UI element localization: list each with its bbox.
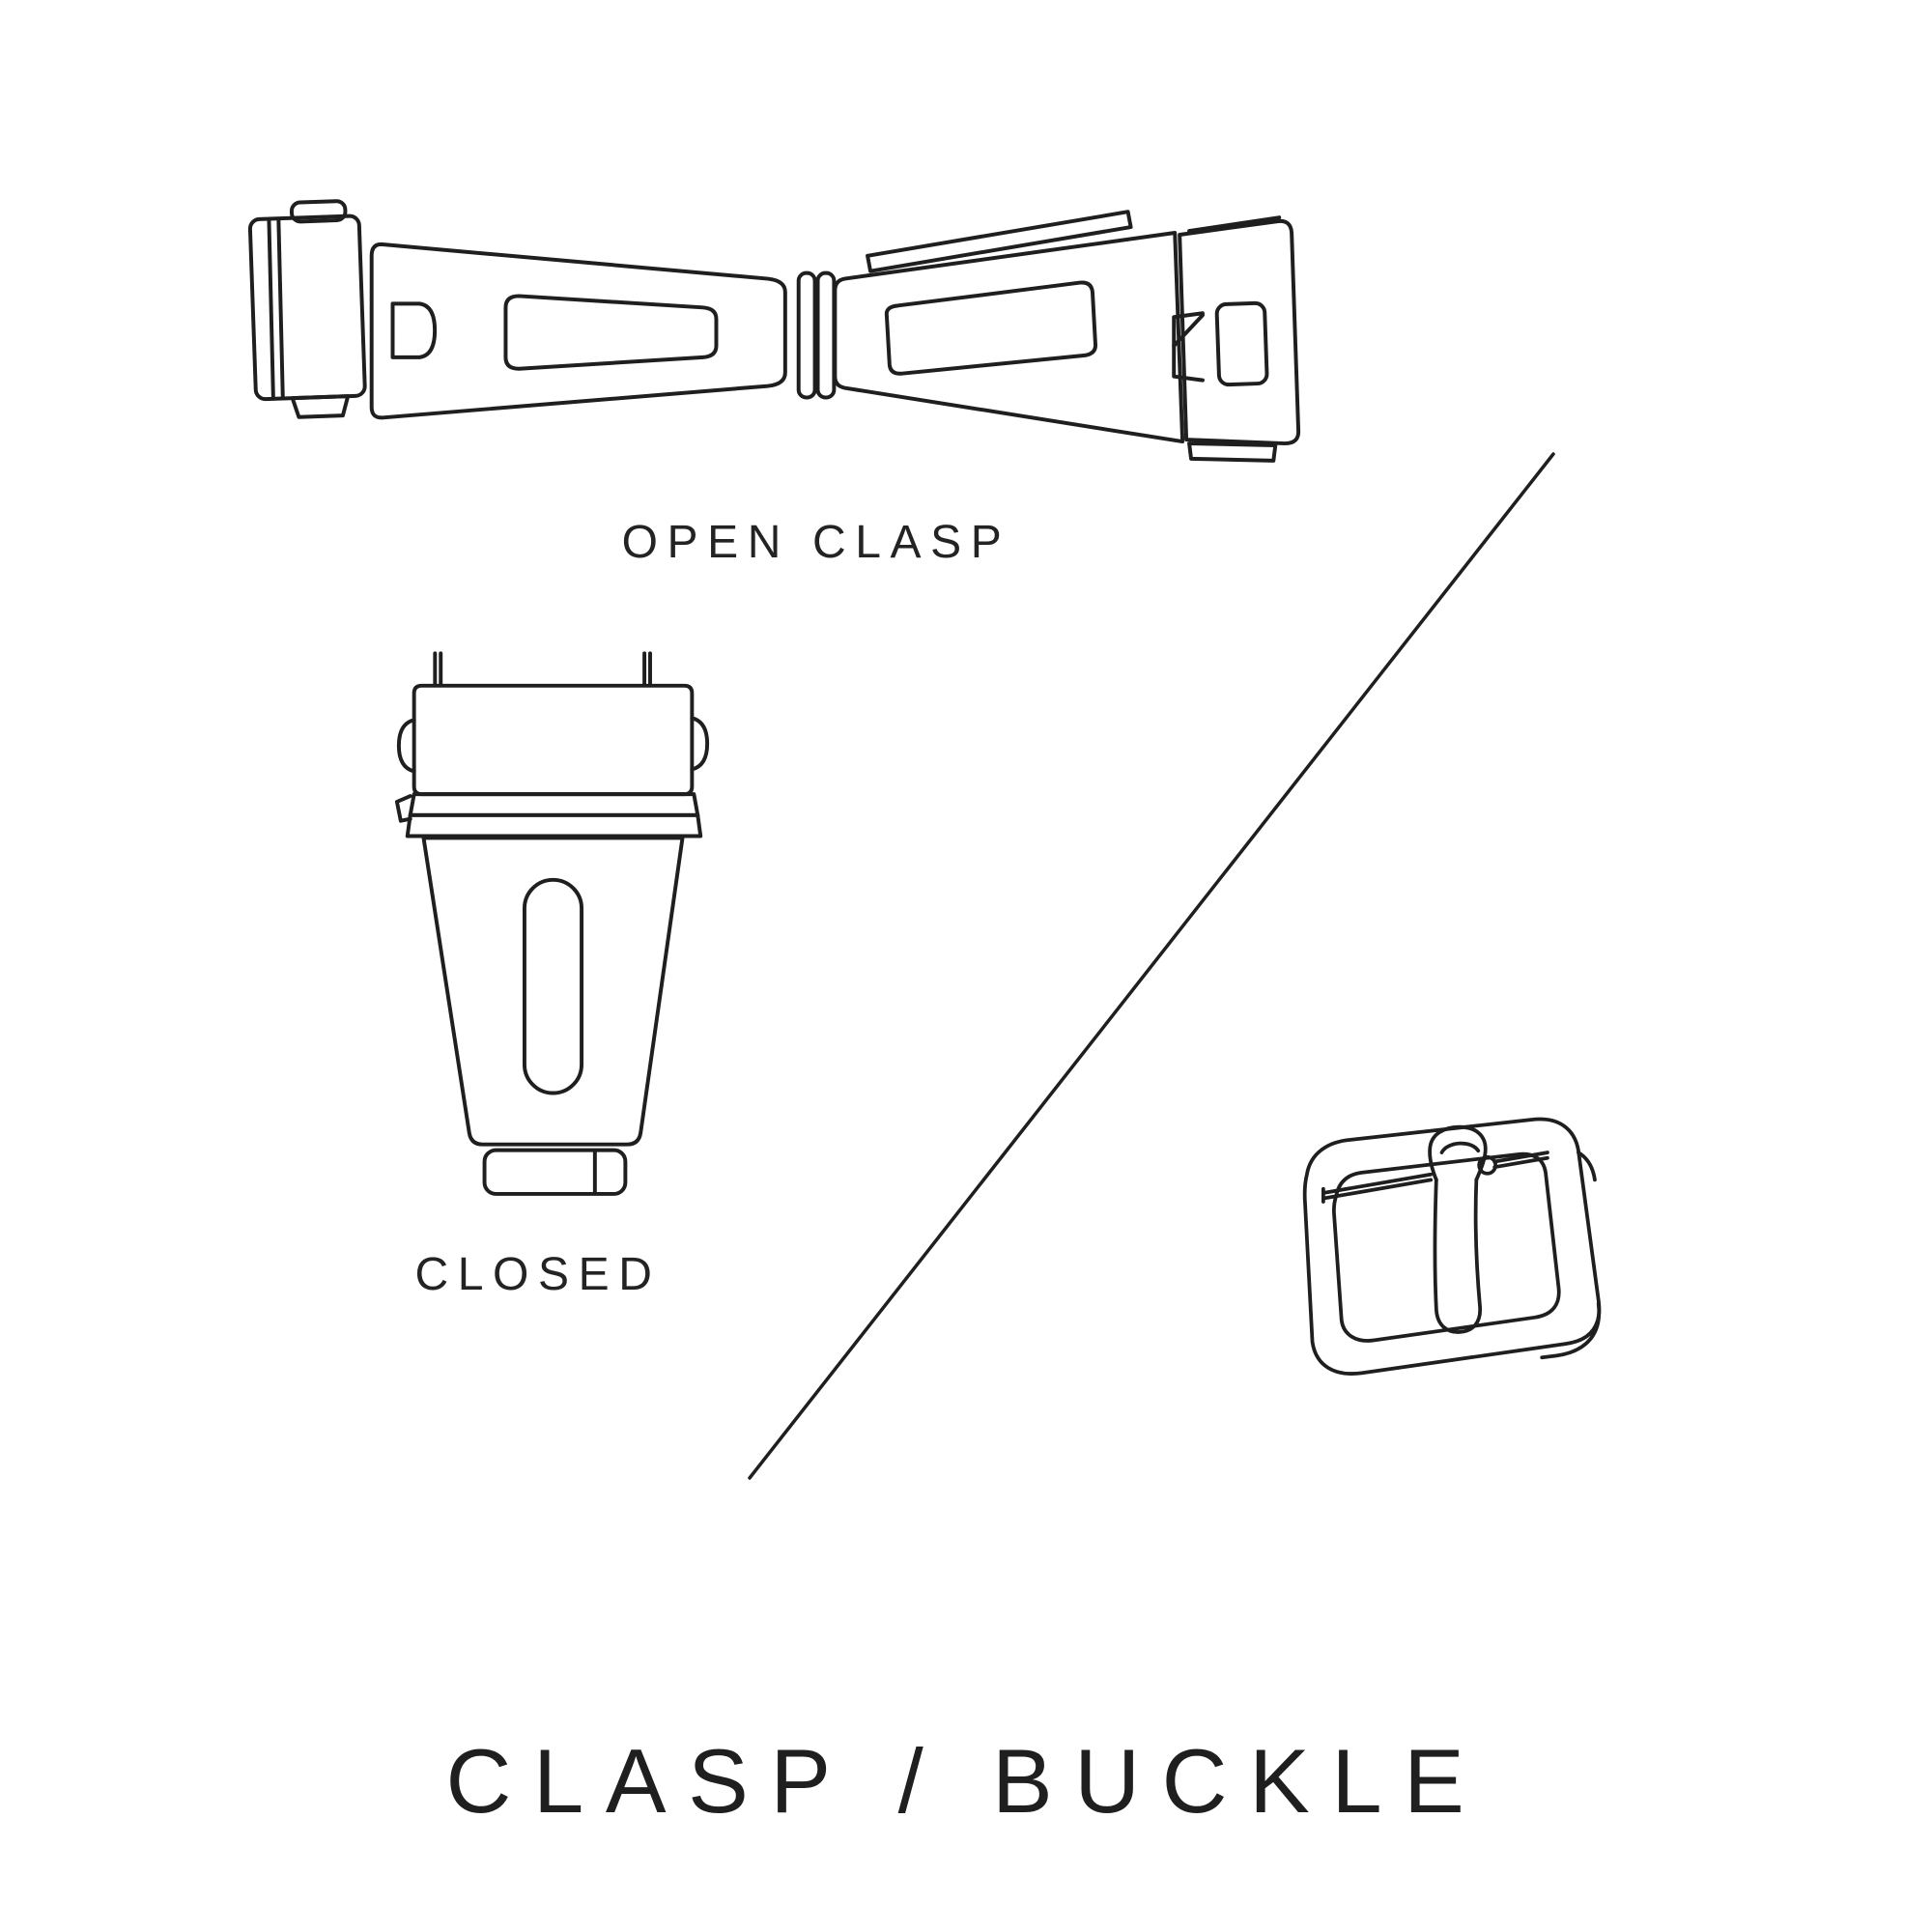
open-clasp-end-plate — [1172, 215, 1301, 463]
closed-clasp-bottom-link — [482, 1148, 628, 1196]
closed-clasp-cover — [396, 683, 710, 797]
open-clasp-figure — [232, 188, 1304, 496]
buckle-tang — [1428, 1124, 1488, 1334]
closed-clasp-figure — [391, 645, 715, 1217]
open-clasp-right-arm — [833, 210, 1185, 444]
open-clasp-hinge — [796, 270, 837, 400]
divider-stroke-group — [748, 452, 1555, 1480]
closed-clasp-body — [421, 836, 685, 1147]
open-clasp-label: OPEN CLASP — [621, 517, 1011, 568]
closed-clasp-stroke-group — [394, 651, 710, 1196]
closed-clasp-label: CLOSED — [414, 1249, 662, 1300]
tang-buckle-illustration — [1302, 1117, 1602, 1376]
open-clasp-left-arm — [369, 242, 787, 420]
buckle-pin — [1321, 1151, 1549, 1204]
page-title: CLASP / BUCKLE — [445, 1730, 1487, 1832]
closed-clasp-hinge-bands — [394, 792, 703, 838]
closed-clasp-prongs — [433, 651, 652, 686]
open-clasp-illustration — [247, 199, 1301, 463]
open-clasp-stroke-group — [247, 199, 1301, 463]
closed-clasp-illustration — [394, 651, 710, 1196]
buckle-figure — [1241, 1092, 1642, 1425]
buckle-stroke-group — [1302, 1117, 1602, 1376]
open-clasp-end-link — [247, 199, 367, 419]
buckle-frame — [1302, 1117, 1602, 1376]
